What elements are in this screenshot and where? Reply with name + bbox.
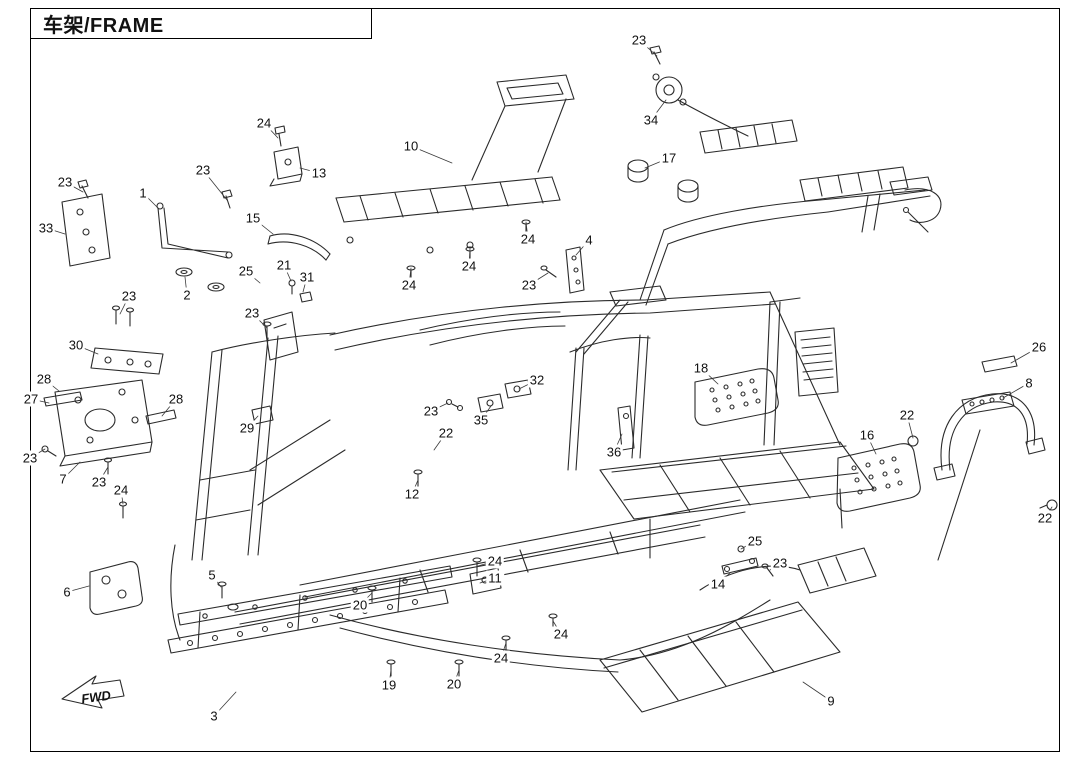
rack-part-10 xyxy=(335,74,575,254)
bottom-tubes xyxy=(329,599,771,673)
page-border xyxy=(30,8,1060,752)
upper-rails xyxy=(329,291,841,446)
leader-line xyxy=(528,272,549,286)
bracket-part-6 xyxy=(89,561,143,615)
strip-part-36 xyxy=(617,405,635,451)
bracket-part-13 xyxy=(269,125,303,187)
seat-frame-assembly xyxy=(639,119,942,306)
bracket-part-33 xyxy=(61,179,111,267)
leader-line xyxy=(184,276,188,296)
leader-line xyxy=(142,192,159,209)
bracket-part-34 xyxy=(649,45,749,137)
leader-line xyxy=(552,620,562,635)
leader-line xyxy=(388,669,392,686)
leader-line xyxy=(213,691,237,717)
page-title: 车架/FRAME xyxy=(43,15,164,37)
leader-line xyxy=(161,398,177,417)
lower-rails xyxy=(234,499,746,625)
leader-line xyxy=(29,448,46,459)
leader-line xyxy=(453,669,460,685)
footrest-part-16 xyxy=(836,435,921,512)
leader-line xyxy=(43,378,60,392)
leader-line xyxy=(410,145,453,164)
leader-line xyxy=(30,398,50,404)
leader-line xyxy=(480,405,492,421)
front-frame xyxy=(170,311,346,641)
plate-part-4 xyxy=(540,246,585,294)
fwd-arrow xyxy=(61,675,125,709)
leader-line xyxy=(302,276,308,293)
leader-line xyxy=(638,39,658,57)
leader-line xyxy=(644,157,670,169)
leader-line xyxy=(245,270,261,284)
leader-line xyxy=(246,415,259,429)
leader-line xyxy=(740,540,756,550)
leader-line xyxy=(411,479,419,495)
leader-line xyxy=(251,312,268,329)
leader-line xyxy=(650,99,667,121)
leader-line xyxy=(64,181,84,193)
clamps-parts-32-35 xyxy=(445,379,532,413)
leader-line xyxy=(802,681,832,702)
rod-part-1 xyxy=(156,189,233,292)
dampers-part-17 xyxy=(627,159,699,203)
title-box: 车架/FRAME xyxy=(30,8,372,39)
leader-line xyxy=(45,227,66,235)
leader-line xyxy=(433,432,447,451)
leader-lines xyxy=(29,39,1053,717)
rear-rack-part-9 xyxy=(599,547,877,713)
leader-line xyxy=(299,167,320,174)
leader-line xyxy=(1002,382,1030,399)
leader-line xyxy=(202,169,228,201)
leader-line xyxy=(906,414,914,439)
leader-line xyxy=(211,574,222,588)
leader-line xyxy=(283,264,292,282)
guard-part-8 xyxy=(933,355,1058,561)
leader-line xyxy=(66,585,90,593)
footrest-part-18 xyxy=(694,368,779,426)
left-bracket-group xyxy=(41,305,177,519)
leader-line xyxy=(1010,346,1040,364)
link-part-14 xyxy=(721,545,774,577)
leader-line xyxy=(700,367,719,385)
bracket-part-15 xyxy=(267,233,331,303)
leader-line xyxy=(430,402,449,412)
rear-platform xyxy=(599,441,875,559)
leader-line xyxy=(500,642,507,659)
rear-post-and-label-plate xyxy=(763,297,839,446)
leader-line xyxy=(98,466,109,483)
leader-line xyxy=(252,217,274,235)
fasteners xyxy=(217,219,558,677)
